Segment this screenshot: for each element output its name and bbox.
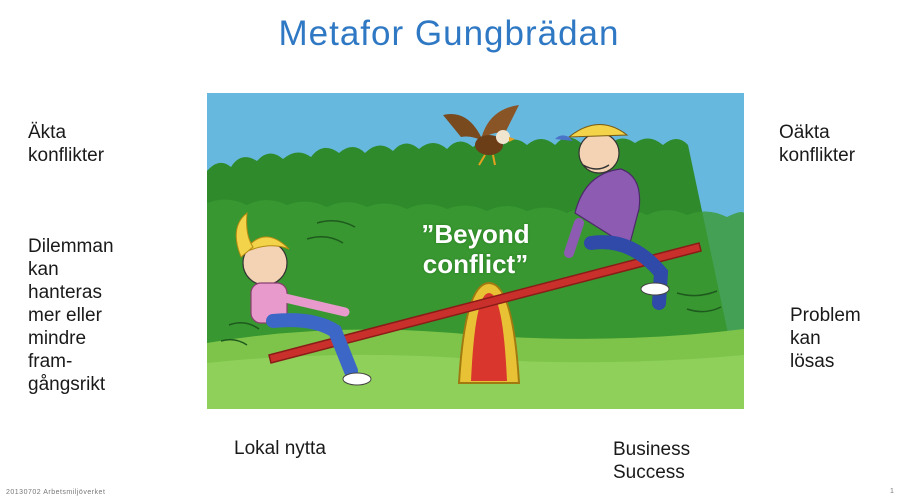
seesaw-illustration	[207, 93, 744, 409]
dilemmas-text: Dilemman kan hanteras mer eller mindre f…	[28, 236, 114, 395]
footer-text: 20130702 Arbetsmiljöverket	[6, 489, 106, 496]
girl-figure	[235, 211, 372, 386]
problems-text: Problem kan lösas	[790, 305, 861, 372]
boy-figure	[555, 124, 670, 310]
slide-title: Metafor Gungbrädan	[278, 14, 620, 53]
page-number: 1	[890, 488, 894, 495]
false-conflicts-label: Oäkta konflikter	[779, 122, 856, 166]
business-success-label: Business Success	[613, 439, 691, 483]
seesaw-cartoon: ”Beyond conflict”	[207, 93, 744, 409]
beyond-conflict-caption: ”Beyond conflict”	[421, 219, 530, 279]
genuine-conflicts-label: Äkta konflikter	[28, 122, 105, 166]
local-benefit-label: Lokal nytta	[234, 438, 326, 459]
eagle-figure	[443, 105, 519, 166]
